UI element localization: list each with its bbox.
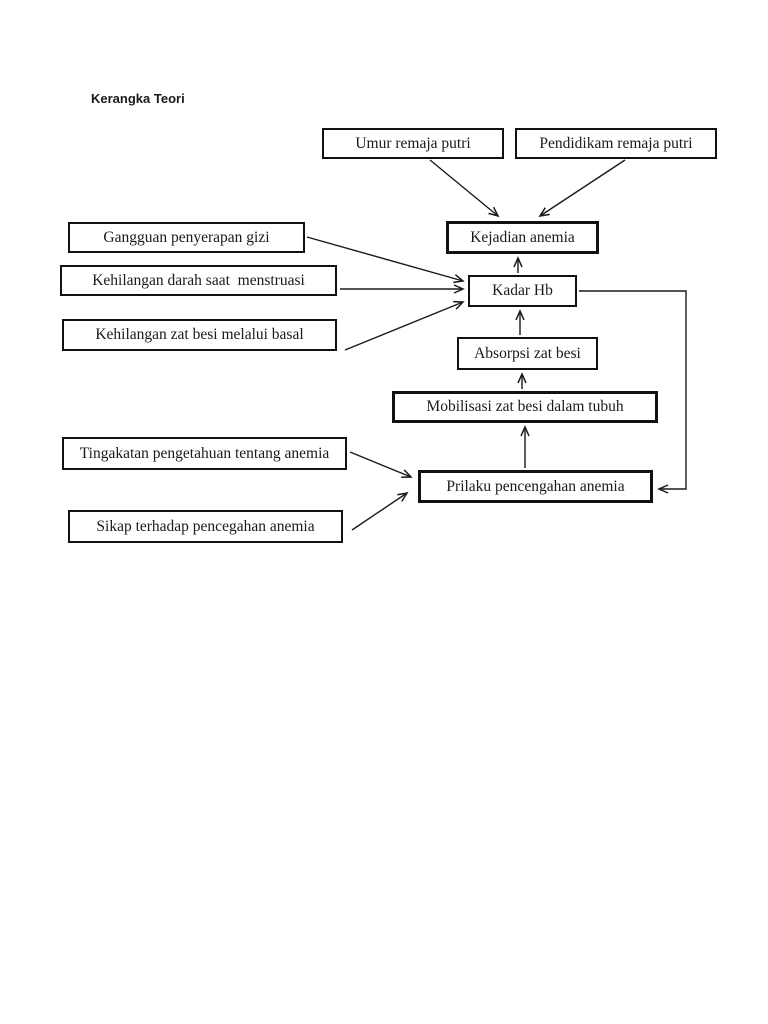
node-umur-remaja-putri: Umur remaja putri	[322, 128, 504, 159]
node-kejadian-anemia: Kejadian anemia	[446, 221, 599, 254]
page-title: Kerangka Teori	[91, 91, 185, 106]
node-mobilisasi-zat-besi: Mobilisasi zat besi dalam tubuh	[392, 391, 658, 423]
node-tingkat-pengetahuan-anemia: Tingakatan pengetahuan tentang anemia	[62, 437, 347, 470]
node-gangguan-penyerapan-gizi: Gangguan penyerapan gizi	[68, 222, 305, 253]
node-absorpsi-zat-besi: Absorpsi zat besi	[457, 337, 598, 370]
node-kehilangan-darah-menstruasi: Kehilangan darah saat menstruasi	[60, 265, 337, 296]
node-prilaku-pencegahan-anemia: Prilaku pencengahan anemia	[418, 470, 653, 503]
node-sikap-pencegahan-anemia: Sikap terhadap pencegahan anemia	[68, 510, 343, 543]
node-kadar-hb: Kadar Hb	[468, 275, 577, 307]
node-pendidikan-remaja-putri: Pendidikam remaja putri	[515, 128, 717, 159]
node-kehilangan-zat-besi-basal: Kehilangan zat besi melalui basal	[62, 319, 337, 351]
